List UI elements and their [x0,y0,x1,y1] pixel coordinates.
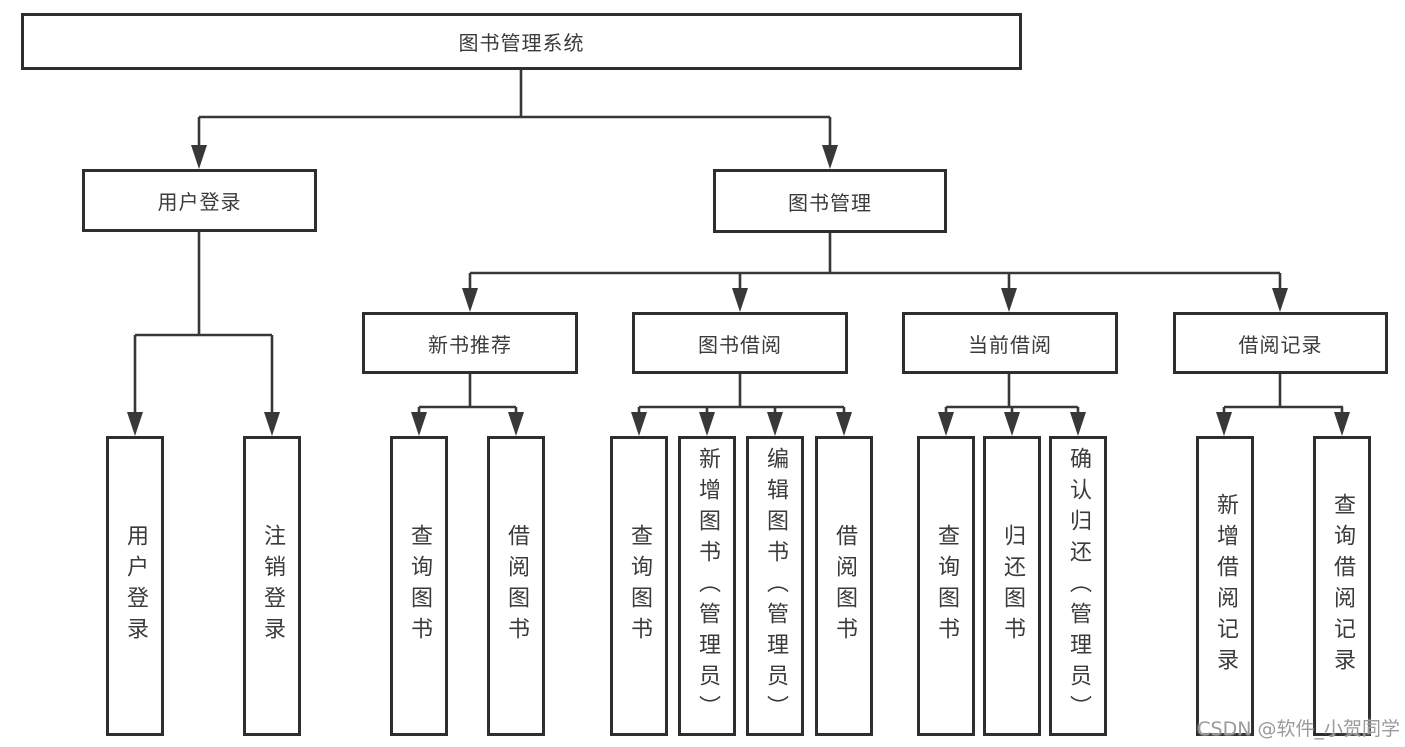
leaf-label: 确认归还（管理员） [1066,446,1091,726]
leaf-add-borrow-record: 新增借阅记录 [1196,436,1254,736]
node-new-book-recommend: 新书推荐 [362,312,578,374]
node-book-management: 图书管理 [713,169,947,233]
leaf-return-books: 归还图书 [983,436,1041,736]
leaf-logout: 注销登录 [243,436,301,736]
leaf-label: 编辑图书（管理员） [763,446,788,726]
leaf-label: 借阅图书 [832,524,857,648]
leaf-label: 归还图书 [1000,524,1025,648]
node-label: 借阅记录 [1238,332,1323,357]
arrowheads [127,145,1350,436]
leaf-user-login: 用户登录 [106,436,164,736]
leaf-recommend-query-books: 查询图书 [390,436,448,736]
leaf-current-query-books: 查询图书 [917,436,975,736]
node-label: 图书管理系统 [458,31,585,55]
csdn-watermark: CSDN @软件_小贺同学 [1197,718,1400,740]
node-book-borrowing: 图书借阅 [632,312,848,374]
node-label: 用户登录 [157,190,242,214]
node-label: 图书管理 [788,190,872,215]
node-label: 当前借阅 [968,332,1052,357]
leaf-edit-books-admin: 编辑图书（管理员） [746,436,804,736]
leaf-query-borrow-record: 查询借阅记录 [1313,436,1371,736]
node-label: 图书借阅 [698,332,782,357]
connector-stems [133,69,1344,416]
leaf-confirm-return-admin: 确认归还（管理员） [1049,436,1107,736]
leaf-label: 查询图书 [934,524,959,648]
leaf-recommend-borrow-books: 借阅图书 [487,436,545,736]
node-label: 新书推荐 [428,332,512,357]
leaf-label: 查询图书 [627,524,652,648]
node-library-management-system: 图书管理系统 [21,13,1022,70]
leaf-label: 注销登录 [260,524,285,648]
leaf-borrow-books: 借阅图书 [815,436,873,736]
leaf-label: 查询图书 [407,524,432,648]
leaf-borrowing-query-books: 查询图书 [610,436,668,736]
leaf-label: 用户登录 [123,524,148,648]
leaf-add-books-admin: 新增图书（管理员） [678,436,736,736]
leaf-label: 新增图书（管理员） [695,446,720,726]
node-current-borrowing: 当前借阅 [902,312,1118,374]
leaf-label: 借阅图书 [504,524,529,648]
leaf-label: 查询借阅记录 [1330,493,1355,679]
leaf-label: 新增借阅记录 [1213,493,1238,679]
node-user-login: 用户登录 [82,169,317,232]
node-borrowing-records: 借阅记录 [1173,312,1388,374]
